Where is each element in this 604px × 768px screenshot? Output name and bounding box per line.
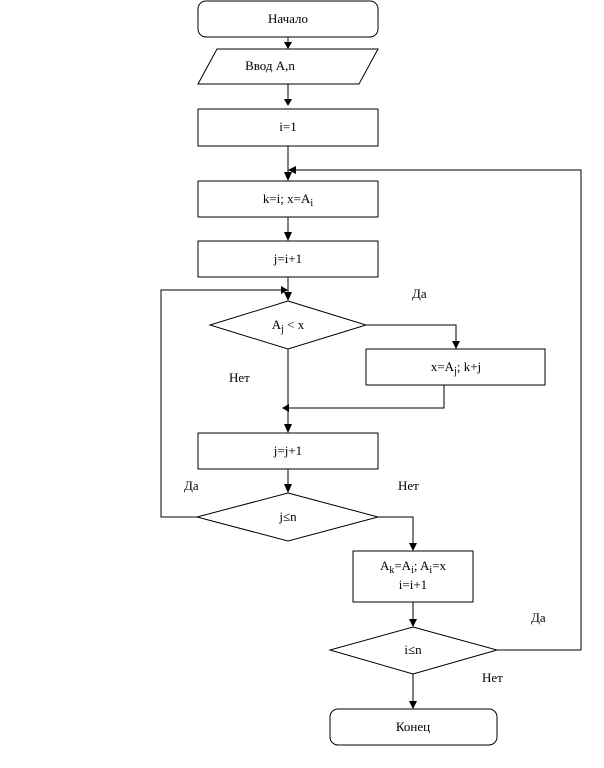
label-yes-i: Да <box>531 610 546 625</box>
cond-i-diamond <box>328 626 499 675</box>
init-i-label: i=1 <box>279 119 296 134</box>
node-input: Ввод A,n <box>197 48 379 85</box>
node-swap: Ak=Ai; Ai=x i=i+1 <box>352 550 474 603</box>
label-no-j: Нет <box>398 478 419 493</box>
node-cond-aj: Aj < x <box>208 300 368 350</box>
node-end: Конец <box>329 708 498 746</box>
node-start: Начало <box>197 0 379 38</box>
end-label: Конец <box>396 719 430 734</box>
swap-label-line1: Ak=Ai; Ai=x <box>380 558 447 576</box>
cond-aj-label: Aj < x <box>272 317 305 335</box>
arrowheads <box>281 42 460 709</box>
label-no-aj: Нет <box>229 370 250 385</box>
inc-j-label: j=j+1 <box>273 443 302 458</box>
init-j-label: j=i+1 <box>273 251 302 266</box>
set-kx-label: k=i; x=Ai <box>263 191 314 209</box>
inc-j-box <box>197 432 379 470</box>
label-yes-j: Да <box>184 478 199 493</box>
node-set-kx: k=i; x=Ai <box>197 180 379 218</box>
swap-label-line2: i=i+1 <box>399 577 427 592</box>
input-label: Ввод A,n <box>245 58 295 73</box>
branch-labels: Да Нет Да Нет Да Нет <box>184 286 546 685</box>
label-yes-aj: Да <box>412 286 427 301</box>
cond-j-label: j≤n <box>278 509 297 524</box>
start-terminal <box>197 0 379 38</box>
cond-j-diamond <box>195 492 380 542</box>
end-terminal <box>329 708 498 746</box>
node-cond-j: j≤n <box>195 492 380 542</box>
node-inc-j: j=j+1 <box>197 432 379 470</box>
cond-aj-diamond <box>208 300 368 350</box>
connectors <box>160 37 582 703</box>
input-parallelogram <box>197 48 379 85</box>
init-j-box <box>197 240 379 278</box>
node-cond-i: i≤n <box>328 626 499 675</box>
init-i-box <box>197 108 379 147</box>
start-label: Начало <box>268 11 308 26</box>
label-no-i: Нет <box>482 670 503 685</box>
node-init-j: j=i+1 <box>197 240 379 278</box>
assign-x-box <box>365 348 546 386</box>
node-init-i: i=1 <box>197 108 379 147</box>
assign-x-label: x=Aj; k+j <box>431 359 481 377</box>
set-kx-box <box>197 180 379 218</box>
node-assign-x: x=Aj; k+j <box>365 348 546 386</box>
swap-box <box>352 550 474 603</box>
cond-i-label: i≤n <box>404 642 422 657</box>
